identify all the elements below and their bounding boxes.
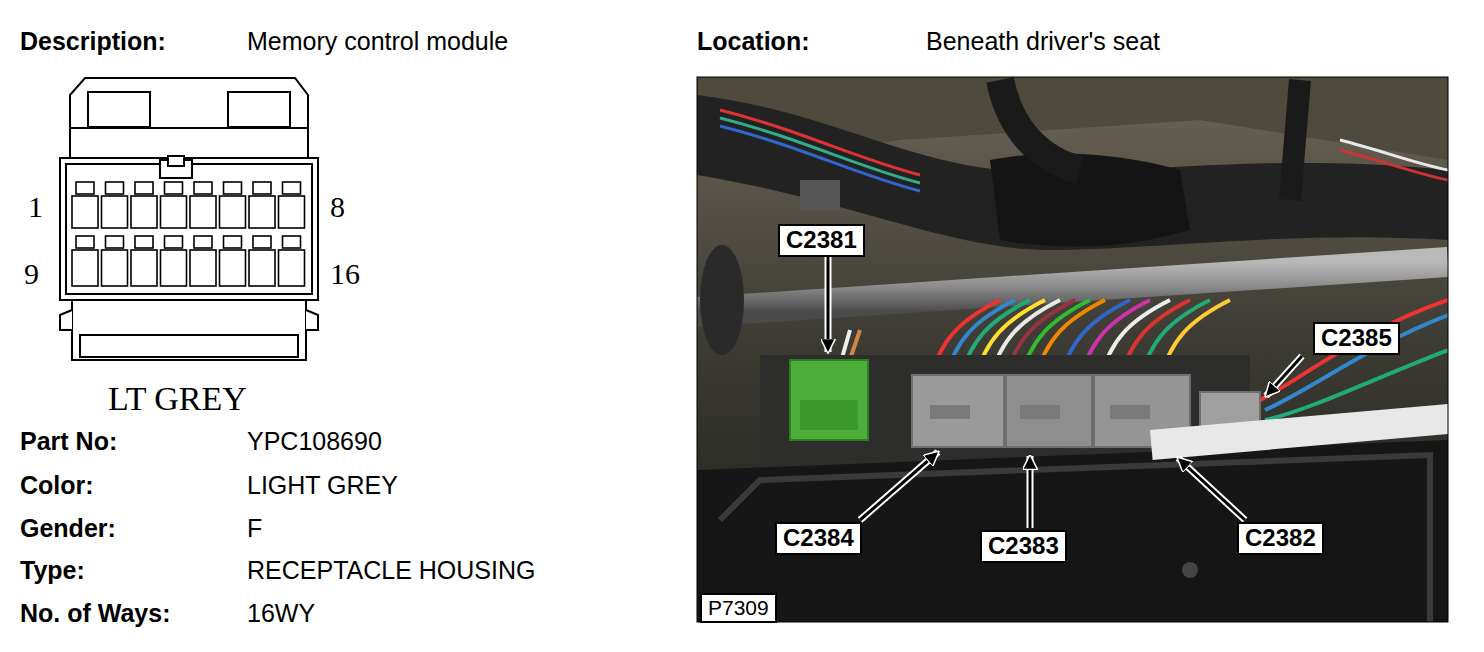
figure-number: P7309	[700, 593, 777, 623]
field-value: 16WY	[247, 600, 315, 628]
color-code: LT GREY	[108, 380, 247, 417]
callout-text: C2382	[1245, 525, 1316, 551]
field-value: Beneath driver's seat	[926, 28, 1160, 56]
callout-text: C2381	[786, 227, 857, 253]
connector-callout: C2381	[778, 224, 865, 257]
field-value: F	[247, 515, 262, 543]
field-value: Memory control module	[247, 28, 508, 56]
pin-number: 8	[330, 190, 345, 223]
field-name: No. of Ways:	[20, 600, 170, 628]
callout-text: C2384	[783, 525, 854, 551]
field-name: Type:	[20, 557, 85, 585]
callout-text: C2385	[1321, 325, 1392, 351]
field-name: Gender:	[20, 515, 116, 543]
field-name: Description:	[20, 28, 166, 56]
connector-callout: C2382	[1237, 522, 1324, 555]
pin-number: 16	[330, 257, 360, 290]
connector-callout: C2384	[775, 522, 862, 555]
pin-number: 9	[24, 257, 39, 290]
connector-callout: C2383	[980, 530, 1067, 563]
field-value: LIGHT GREY	[247, 472, 398, 500]
connector-callout: C2385	[1313, 322, 1400, 355]
callout-text: P7309	[708, 596, 769, 619]
pin-number: 1	[28, 190, 43, 223]
field-name: Part No:	[20, 428, 117, 456]
field-name: Color:	[20, 472, 94, 500]
field-value: RECEPTACLE HOUSING	[247, 557, 535, 585]
callout-text: C2383	[988, 533, 1059, 559]
field-value: YPC108690	[247, 428, 382, 456]
field-name: Location:	[697, 28, 810, 56]
